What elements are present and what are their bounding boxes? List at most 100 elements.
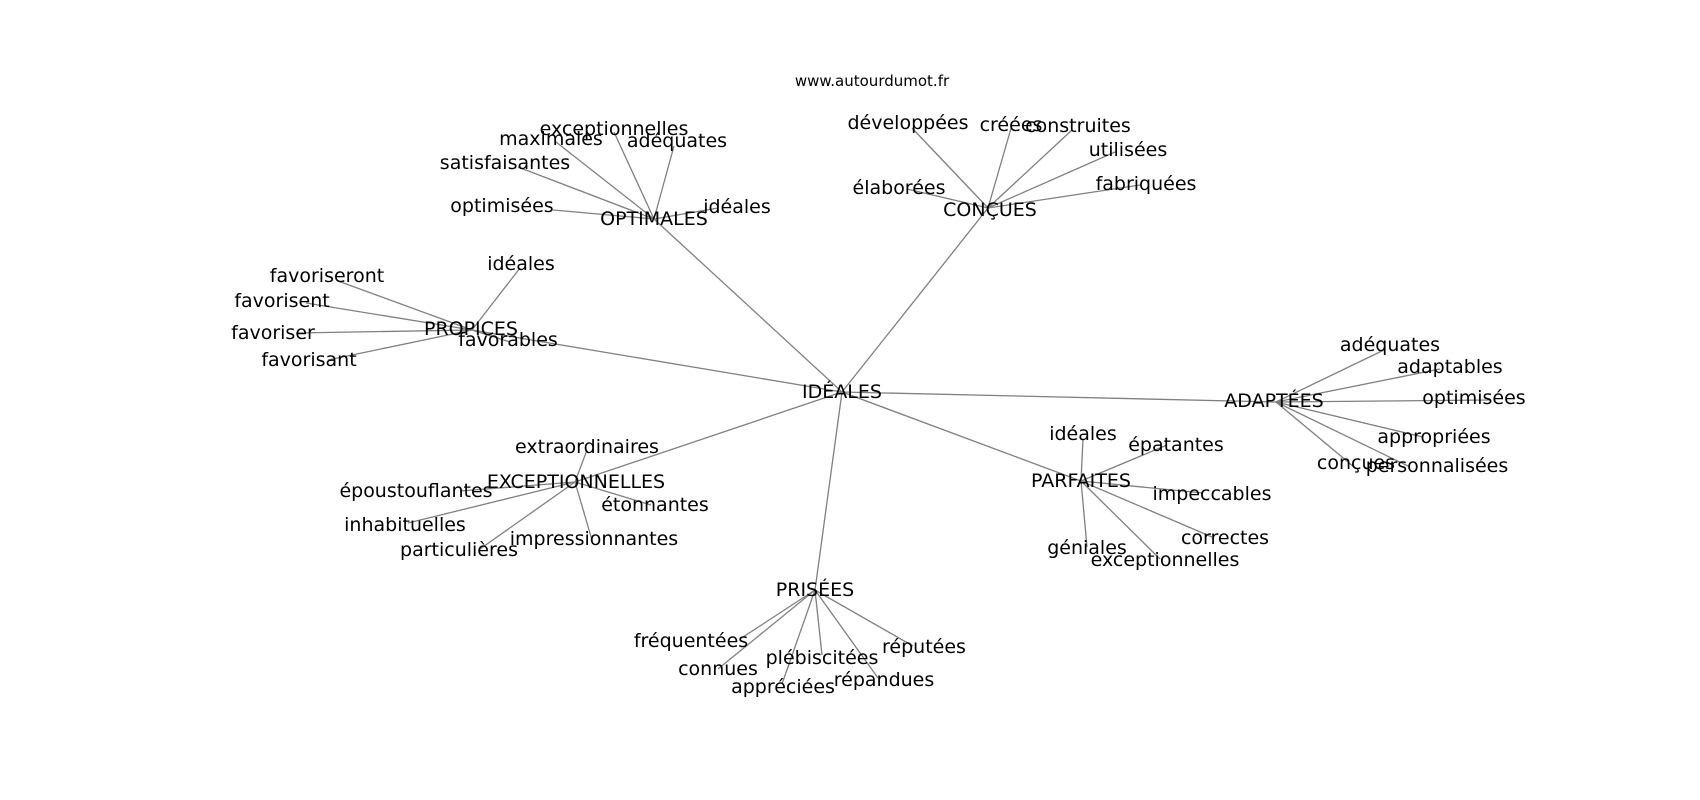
leaf-node-3-3[interactable]: appropriées — [1377, 426, 1490, 448]
leaf-node-3-5[interactable]: personnalisées — [1366, 455, 1509, 477]
leaf-node-1-1[interactable]: créées — [980, 114, 1043, 136]
edge-3-0 — [1275, 349, 1385, 403]
edge-center-3 — [841, 391, 1277, 403]
leaf-node-6-3[interactable]: réputées — [882, 636, 966, 658]
graph-edges — [295, 124, 1491, 685]
hub-node-1[interactable]: CONÇUES — [943, 199, 1037, 221]
leaf-node-1-3[interactable]: utilisées — [1089, 139, 1168, 161]
leaf-node-1-5[interactable]: fabriquées — [1096, 173, 1197, 195]
edge-2-2 — [305, 302, 473, 331]
leaf-node-2-2[interactable]: favorisent — [234, 290, 329, 312]
edge-6-1 — [717, 589, 816, 670]
edge-1-0 — [911, 127, 989, 209]
edge-1-5 — [987, 184, 1141, 209]
edge-5-4 — [1080, 480, 1088, 548]
edge-6-5 — [814, 589, 879, 679]
edge-5-1 — [1080, 444, 1168, 482]
edge-2-3 — [295, 329, 473, 334]
edge-0-1 — [555, 141, 655, 220]
leaf-node-5-1[interactable]: épatantes — [1128, 434, 1224, 456]
edge-6-3 — [814, 589, 914, 647]
leaf-node-5-5[interactable]: exceptionnelles — [1091, 549, 1240, 571]
leaf-node-4-5[interactable]: impressionnantes — [510, 528, 678, 550]
edge-0-4 — [552, 209, 655, 220]
edge-0-2 — [653, 145, 675, 220]
edge-4-0 — [574, 449, 588, 483]
edge-3-1 — [1275, 368, 1441, 403]
edge-center-6 — [814, 391, 843, 591]
hub-node-0[interactable]: OPTIMALES — [600, 208, 708, 230]
hub-node-6[interactable]: PRISÉES — [776, 578, 854, 601]
edge-1-3 — [987, 151, 1116, 209]
edge-5-0 — [1080, 438, 1084, 482]
leaf-node-4-1[interactable]: époustouflantes — [339, 480, 492, 502]
leaf-node-1-0[interactable]: développées — [848, 112, 969, 134]
leaf-node-3-2[interactable]: optimisées — [1422, 387, 1525, 409]
leaf-node-6-2[interactable]: plébiscitées — [766, 647, 879, 669]
edge-2-4 — [327, 329, 473, 361]
leaf-node-3-1[interactable]: adaptables — [1397, 356, 1502, 378]
leaf-node-6-1[interactable]: connues — [678, 658, 758, 680]
leaf-node-6-4[interactable]: appréciées — [731, 676, 835, 698]
edge-center-4 — [574, 391, 843, 483]
leaf-node-1-4[interactable]: élaborées — [853, 177, 946, 199]
leaf-node-0-2[interactable]: adéquates — [627, 130, 727, 152]
edge-3-2 — [1275, 399, 1491, 403]
leaf-node-0-3[interactable]: satisfaisantes — [440, 152, 570, 174]
leaf-node-4-4[interactable]: particulières — [400, 539, 518, 561]
edge-4-1 — [459, 481, 576, 492]
leaf-node-3-4[interactable]: conçues — [1317, 452, 1395, 474]
edge-2-0 — [471, 267, 521, 331]
edge-4-5 — [574, 481, 593, 541]
leaf-node-4-2[interactable]: étonnantes — [601, 494, 709, 516]
leaf-node-2-4[interactable]: favorisant — [261, 349, 356, 371]
leaf-node-3-0[interactable]: adéquates — [1340, 334, 1440, 356]
leaf-node-2-0[interactable]: idéales — [487, 253, 555, 275]
edge-4-2 — [574, 481, 652, 506]
leaf-node-4-3[interactable]: inhabituelles — [344, 514, 466, 536]
edge-6-2 — [814, 589, 823, 656]
edge-1-2 — [987, 129, 1073, 209]
hub-node-3[interactable]: ADAPTÉES — [1224, 389, 1323, 412]
edge-1-1 — [987, 124, 1013, 209]
leaf-node-0-1[interactable]: maximales — [499, 128, 603, 150]
leaf-node-5-3[interactable]: correctes — [1181, 527, 1269, 549]
edge-0-0 — [613, 131, 655, 220]
leaf-node-2-5[interactable]: favorables — [458, 329, 558, 351]
edge-center-2 — [471, 329, 843, 393]
hub-node-2[interactable]: PROPICES — [424, 318, 518, 340]
leaf-node-5-4[interactable]: géniales — [1047, 537, 1127, 559]
leaf-node-6-0[interactable]: fréquentées — [634, 630, 748, 652]
leaf-node-0-0[interactable]: exceptionnelles — [540, 118, 689, 140]
edge-3-4 — [1275, 401, 1355, 468]
leaf-node-2-1[interactable]: favoriseront — [270, 265, 384, 287]
leaf-node-6-5[interactable]: répandues — [834, 669, 935, 691]
edge-6-0 — [739, 589, 816, 640]
edge-3-5 — [1275, 401, 1411, 468]
leaf-node-5-0[interactable]: idéales — [1049, 423, 1117, 445]
edge-5-5 — [1080, 480, 1161, 560]
edge-4-3 — [407, 481, 576, 524]
leaf-node-0-4[interactable]: optimisées — [450, 195, 553, 217]
edge-0-5 — [653, 207, 719, 220]
graph-labels: IDÉALESOPTIMALESexceptionnellesmaximales… — [231, 112, 1526, 698]
edge-center-5 — [841, 391, 1082, 482]
center-node[interactable]: IDÉALES — [802, 380, 882, 403]
leaf-node-2-3[interactable]: favoriser — [231, 322, 315, 344]
leaf-node-1-2[interactable]: construites — [1025, 115, 1131, 137]
edge-center-1 — [841, 207, 989, 393]
site-watermark: www.autourdumot.fr — [794, 72, 950, 90]
edge-3-3 — [1275, 401, 1424, 438]
hub-node-5[interactable]: PARFAITES — [1031, 470, 1131, 492]
edge-5-3 — [1080, 480, 1213, 538]
edge-4-4 — [479, 481, 576, 550]
hub-node-4[interactable]: EXCEPTIONNELLES — [487, 471, 665, 493]
leaf-node-4-0[interactable]: extraordinaires — [515, 436, 659, 458]
leaf-node-0-5[interactable]: idéales — [703, 196, 771, 218]
edge-0-3 — [517, 166, 655, 220]
edge-center-0 — [653, 218, 843, 393]
edge-6-4 — [781, 589, 816, 685]
edge-2-5 — [471, 329, 511, 343]
leaf-node-5-2[interactable]: impeccables — [1152, 483, 1271, 505]
